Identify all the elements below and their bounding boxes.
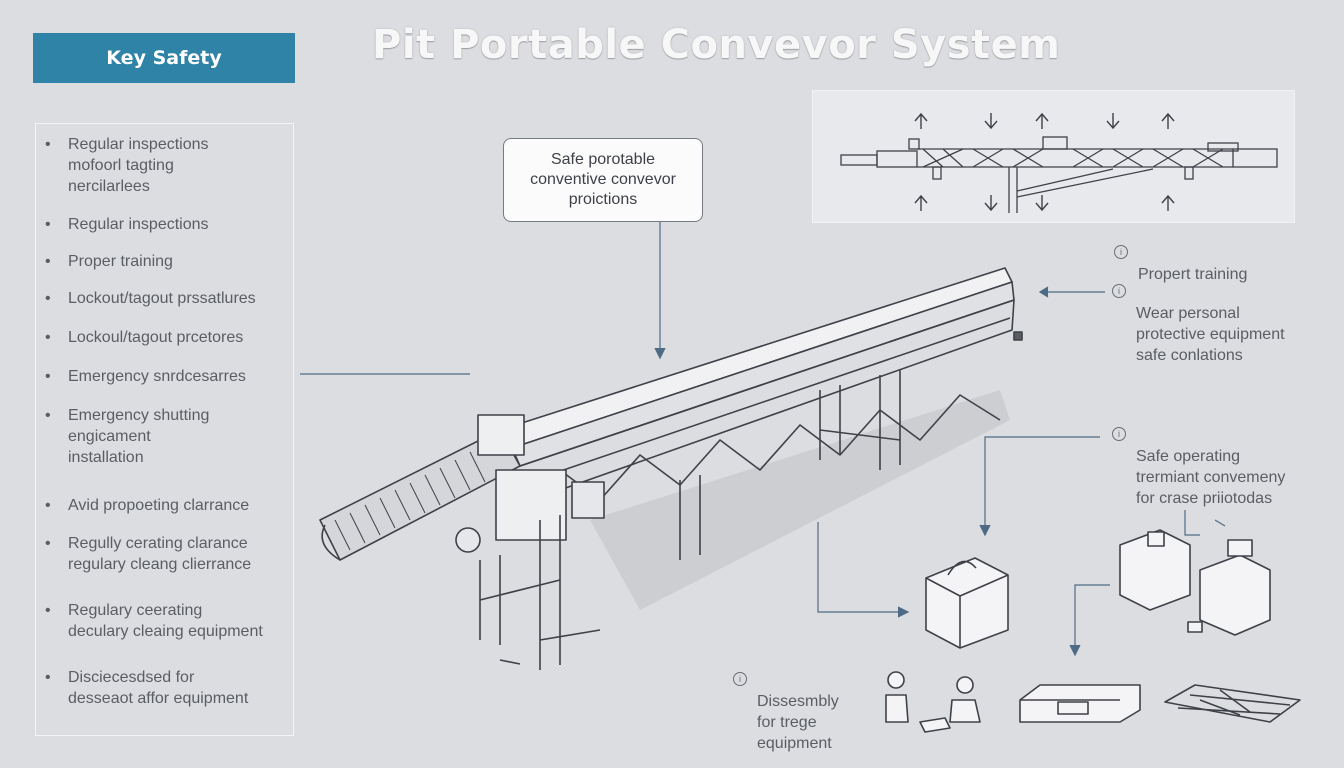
safety-list-panel: •Regular inspections mofoorl tagting ner… [35, 123, 294, 736]
parts-icon [1164, 684, 1301, 723]
crate-icon [1019, 684, 1141, 723]
callout-box: Safe porotable conventive convevor proic… [503, 138, 703, 222]
machine-icon [1119, 529, 1271, 636]
box-icon [925, 557, 1009, 649]
down-arrow-icon [984, 113, 1120, 212]
person-icon [885, 671, 981, 733]
key-safety-badge: Key Safety [33, 33, 295, 83]
info-icon: i [733, 672, 747, 686]
info-icon: i [1114, 245, 1128, 259]
page-title: Pit Portable Convevor System [372, 22, 1061, 68]
info-icon: i [1112, 427, 1126, 441]
up-arrow-icon [914, 112, 1175, 211]
blueprint-panel [812, 90, 1295, 223]
info-icon: i [1112, 284, 1126, 298]
blueprint-drawing [840, 112, 1278, 213]
